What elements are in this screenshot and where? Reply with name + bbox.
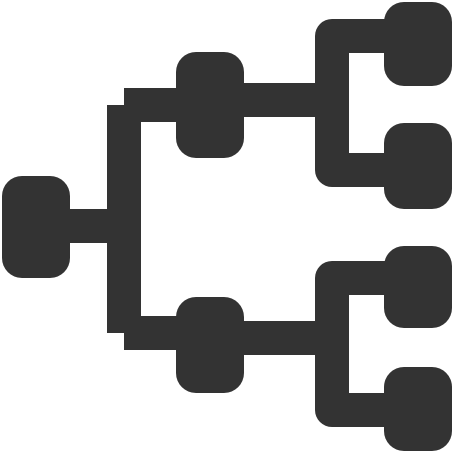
root-node	[2, 176, 70, 278]
connector-lines	[70, 19, 418, 427]
leaf-node-1	[384, 2, 452, 86]
branch-node-bottom	[176, 297, 244, 393]
leaf-node-3	[384, 246, 452, 328]
leaf-node-4	[384, 367, 452, 451]
leaf-node-2	[384, 123, 452, 209]
branch-node-top	[176, 52, 244, 158]
